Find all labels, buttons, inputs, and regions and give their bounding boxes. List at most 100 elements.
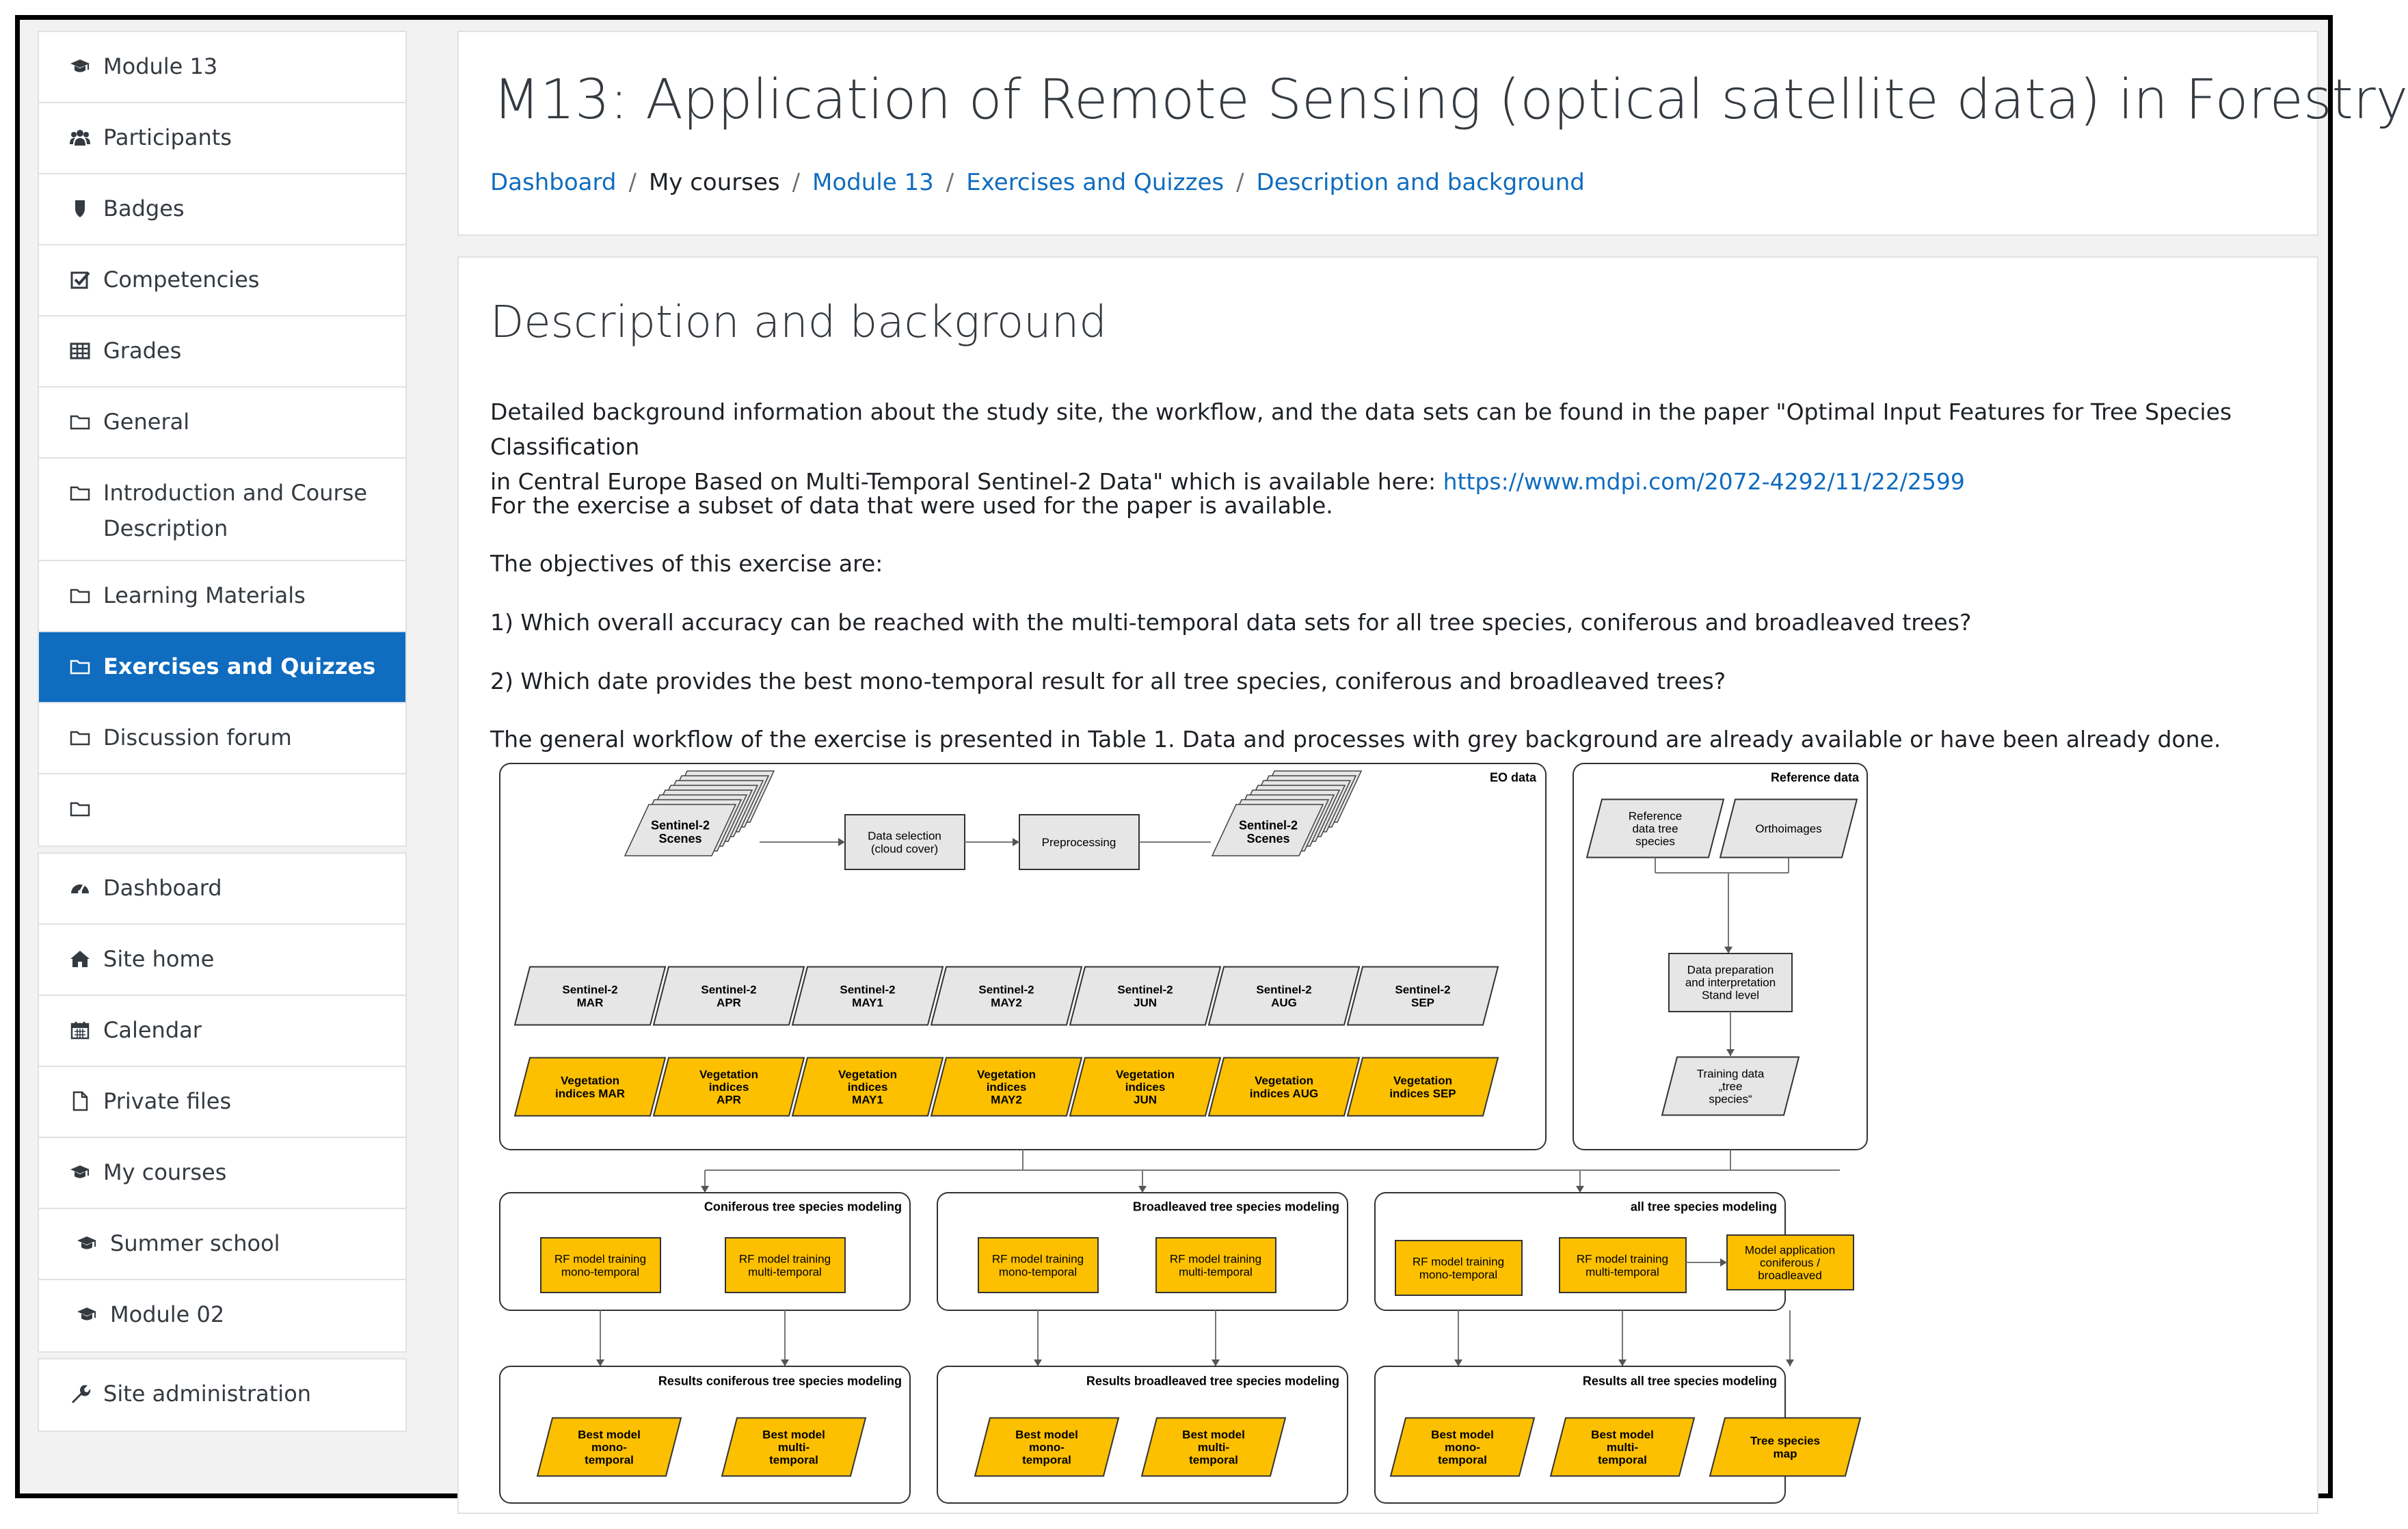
breadcrumb-module-13[interactable]: Module 13 xyxy=(812,169,934,196)
folder-icon xyxy=(69,720,96,755)
tachometer-icon xyxy=(69,870,96,906)
nav-group-admin: Site administration xyxy=(38,1358,407,1432)
nav-item-introduction[interactable]: Introduction and Course Description xyxy=(39,459,405,561)
nav-label: Learning Materials xyxy=(103,582,306,608)
nav-item-module-13[interactable]: Module 13 xyxy=(39,32,405,103)
nav-label: Module 02 xyxy=(110,1301,225,1327)
arrow-head xyxy=(1720,1258,1727,1267)
graduation-cap-icon xyxy=(69,49,96,84)
graduation-cap-icon xyxy=(76,1297,103,1332)
nav-label: Competencies xyxy=(103,267,260,293)
paragraph-objective-2: 2) Which date provides the best mono-tem… xyxy=(490,668,1726,694)
check-square-icon xyxy=(69,262,96,297)
sentinel-month-3 xyxy=(930,966,1083,1026)
arrow-head xyxy=(1724,947,1733,953)
breadcrumb-exercises-and-quizzes[interactable]: Exercises and Quizzes xyxy=(966,169,1225,196)
nav-item-exercises-and-quizzes[interactable]: Exercises and Quizzes xyxy=(39,632,405,703)
nav-item-private-files[interactable]: Private files xyxy=(39,1067,405,1138)
nav-item-my-courses[interactable]: My courses xyxy=(39,1138,405,1209)
best-mono-all xyxy=(1389,1417,1536,1477)
vegetation-indices-2 xyxy=(791,1057,944,1117)
nav-item-site-administration[interactable]: Site administration xyxy=(39,1359,405,1431)
wrench-icon xyxy=(69,1376,96,1411)
table-icon xyxy=(69,333,96,368)
nav-label: Site administration xyxy=(103,1381,312,1407)
breadcrumb-separator: / xyxy=(946,169,954,196)
nav-item-site-home[interactable]: Site home xyxy=(39,925,405,996)
breadcrumb-separator: / xyxy=(792,169,801,196)
nav-item-badges[interactable]: Badges xyxy=(39,174,405,245)
nav-group-course: Module 13 Participants Badges Competenci… xyxy=(38,31,407,847)
paragraph-background: Detailed background information about th… xyxy=(490,394,2295,499)
tree-species-map xyxy=(1709,1417,1862,1477)
vegetation-indices-4 xyxy=(1069,1057,1222,1117)
users-icon xyxy=(69,120,96,155)
paragraph-objective-1: 1) Which overall accuracy can be reached… xyxy=(490,609,1972,636)
model-application xyxy=(1726,1234,1854,1290)
nav-item-participants[interactable]: Participants xyxy=(39,103,405,174)
paper-link[interactable]: https://www.mdpi.com/2072-4292/11/22/259… xyxy=(1443,468,1965,495)
results-title-2: Results all tree species modeling xyxy=(1583,1374,1777,1388)
arrow-head xyxy=(1726,1049,1735,1056)
best-multi-coniferous xyxy=(721,1417,867,1477)
reference-data-title: Reference data xyxy=(1771,770,1860,784)
arrow-head xyxy=(838,838,845,846)
sentinel-month-0 xyxy=(513,966,667,1026)
nav-item-learning-materials[interactable]: Learning Materials xyxy=(39,561,405,632)
paragraph-text: in Central Europe Based on Multi-Tempora… xyxy=(490,468,1443,495)
sentinel-month-2 xyxy=(791,966,944,1026)
data-selection-label: Data selection(cloud cover) xyxy=(868,830,941,856)
nav-label: Calendar xyxy=(103,1017,202,1043)
preprocessing-box xyxy=(1019,814,1140,870)
folder-icon xyxy=(69,404,96,439)
nav-item-discussion-forum[interactable]: Discussion forum xyxy=(39,703,405,774)
nav-item-competencies[interactable]: Competencies xyxy=(39,245,405,316)
nav-item-general[interactable]: General xyxy=(39,388,405,459)
paragraph-objectives: The objectives of this exercise are: xyxy=(490,550,883,577)
vegetation-indices-1 xyxy=(652,1057,805,1117)
nav-item-calendar[interactable]: Calendar xyxy=(39,996,405,1067)
breadcrumb-dashboard[interactable]: Dashboard xyxy=(490,169,617,196)
nav-item-unnamed-section[interactable] xyxy=(39,774,405,845)
nav-item-module-02[interactable]: Module 02 xyxy=(39,1280,405,1351)
nav-label: Dashboard xyxy=(103,875,222,901)
sentinel-month-6 xyxy=(1346,966,1499,1026)
sentinel-month-4 xyxy=(1069,966,1222,1026)
arrow-head xyxy=(1454,1359,1462,1366)
breadcrumb-description-and-background[interactable]: Description and background xyxy=(1256,169,1585,196)
folder-icon xyxy=(69,475,96,511)
vegetation-indices-0 xyxy=(513,1057,667,1117)
reference-tree-species xyxy=(1586,798,1725,858)
nav-item-dashboard[interactable]: Dashboard xyxy=(39,854,405,925)
folder-icon xyxy=(69,578,96,613)
nav-label: Exercises and Quizzes xyxy=(103,653,376,679)
nav-label: Grades xyxy=(103,338,182,364)
arrow-head xyxy=(1212,1359,1220,1366)
nav-item-summer-school[interactable]: Summer school xyxy=(39,1209,405,1280)
breadcrumb-separator: / xyxy=(628,169,637,196)
arrow-head xyxy=(1013,838,1019,846)
nav-label: Introduction and Course Description xyxy=(103,480,368,541)
nav-item-grades[interactable]: Grades xyxy=(39,316,405,388)
home-icon xyxy=(69,941,96,977)
nav-label: General xyxy=(103,409,190,435)
arrow-head xyxy=(1576,1186,1584,1193)
arrow-head xyxy=(701,1186,709,1193)
